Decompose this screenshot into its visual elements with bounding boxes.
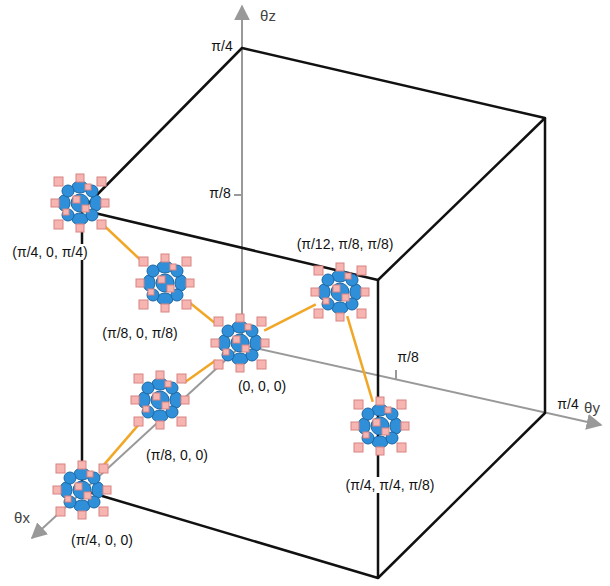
path-connector [264, 304, 316, 330]
rotor-cluster: (0, 0, 0) [209, 312, 271, 374]
tick-label: π/8 [208, 185, 231, 201]
rotor-cluster: (π/4, π/4, π/8) [349, 395, 411, 457]
cluster-illustration [209, 312, 271, 374]
rotor-cluster: (π/4, 0, π/4) [49, 172, 111, 234]
rotor-cluster: (π/4, 0, 0) [51, 459, 113, 521]
path-connector [189, 302, 216, 323]
path-connector [103, 424, 139, 466]
tick-label: π/4 [210, 38, 233, 54]
coordinate-label: (π/8, 0, 0) [144, 447, 210, 463]
rotor-cluster: (π/8, 0, π/8) [134, 252, 196, 314]
coordinate-label: (0, 0, 0) [236, 378, 288, 394]
path-connector [104, 226, 141, 260]
rotor-cluster: (π/8, 0, 0) [129, 369, 191, 431]
path-connector [347, 316, 373, 402]
tick-label: π/8 [396, 349, 419, 365]
axis-label: θz [259, 8, 277, 24]
cluster-illustration [51, 459, 113, 521]
cluster-illustration [129, 369, 191, 431]
cluster-illustration [349, 395, 411, 457]
path-connector [184, 360, 216, 383]
coordinate-label: (π/8, 0, π/8) [100, 325, 179, 341]
coordinate-label: (π/12, π/8, π/8) [295, 236, 396, 252]
tick-label: π/4 [556, 396, 579, 412]
cluster-illustration [309, 261, 371, 323]
cluster-illustration [49, 172, 111, 234]
cluster-illustration [134, 252, 196, 314]
coordinate-label: (π/4, 0, π/4) [10, 244, 89, 260]
rotor-cluster: (π/12, π/8, π/8) [309, 261, 371, 323]
coordinate-label: (π/4, π/4, π/8) [344, 477, 437, 493]
axis-label: θx [13, 510, 31, 526]
coordinate-label: (π/4, 0, 0) [69, 532, 135, 548]
axis-label: θy [583, 400, 601, 416]
